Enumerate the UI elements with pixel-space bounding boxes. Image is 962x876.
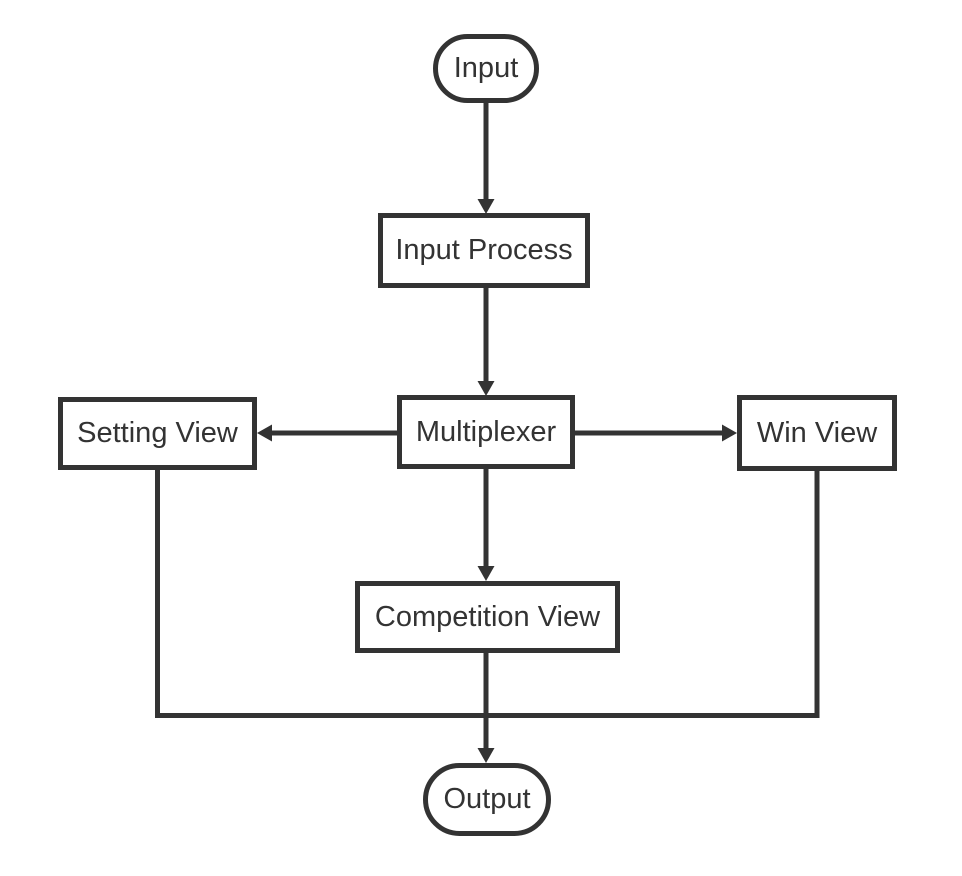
arrowhead-into-output [477,748,495,763]
node-win-view: Win View [737,395,897,471]
node-input: Input [433,34,539,103]
node-input-process-label: Input Process [395,234,573,266]
node-input-process: Input Process [378,213,590,288]
node-competition-view: Competition View [355,581,620,653]
node-output-label: Output [443,783,531,815]
node-input-label: Input [453,52,519,84]
arrowhead-into-multiplexer [477,381,495,396]
node-setting-view-label: Setting View [77,417,238,449]
node-output: Output [423,763,551,836]
node-multiplexer: Multiplexer [397,395,575,469]
arrowhead-into-setting-view [257,424,272,442]
arrowhead-into-win-view [722,424,737,442]
node-setting-view: Setting View [58,397,257,470]
node-competition-view-label: Competition View [374,600,601,633]
node-multiplexer-label: Multiplexer [415,415,557,448]
edge-merge-rail [155,468,820,718]
node-win-view-label: Win View [756,416,878,449]
arrowhead-into-competition-view [477,566,495,581]
arrowhead-into-input-process [477,199,495,214]
